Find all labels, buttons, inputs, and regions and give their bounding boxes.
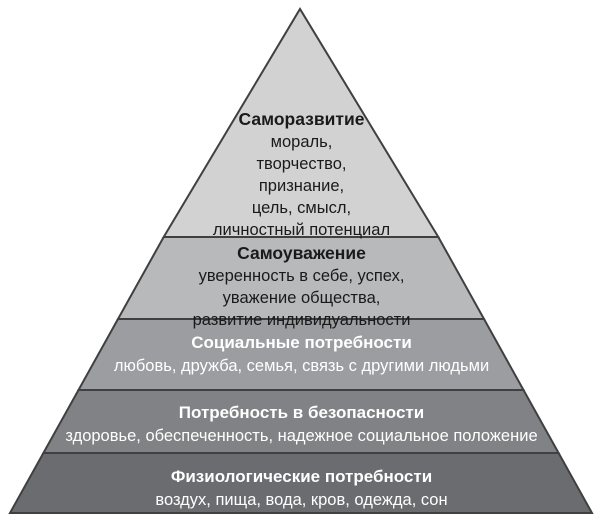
pyramid-tier-1-shape[interactable] — [161, 7, 441, 238]
pyramid-tier-3-shape[interactable] — [76, 318, 526, 391]
pyramid-tier-4-shape[interactable] — [41, 389, 561, 454]
pyramid-tier-2-shape[interactable] — [116, 236, 486, 320]
pyramid-tier-5-shape[interactable] — [8, 452, 594, 514]
